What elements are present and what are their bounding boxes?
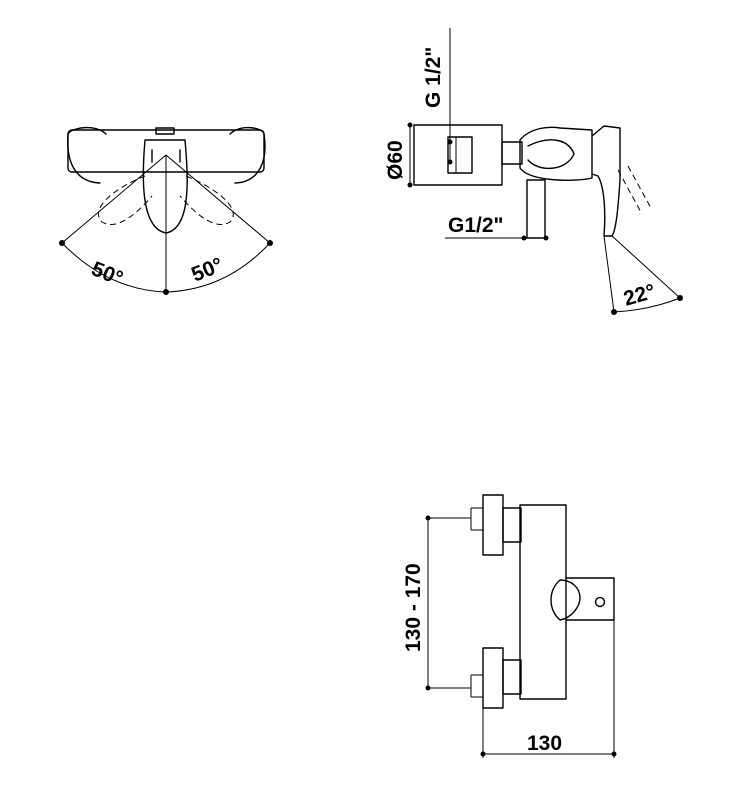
side-view: G 1/2" Ø60 G1/2" 22° bbox=[384, 28, 683, 315]
front-view: 130 - 170 130 bbox=[402, 494, 617, 758]
thread-top-label: G 1/2" bbox=[422, 47, 445, 108]
angle-left-label: 50° bbox=[88, 257, 126, 290]
thread-bottom-label: G1/2" bbox=[448, 214, 503, 237]
spacing-label: 130 - 170 bbox=[402, 563, 425, 652]
diameter-label: Ø60 bbox=[384, 140, 407, 180]
width-label: 130 bbox=[527, 732, 562, 755]
top-view: 50° 50° bbox=[59, 126, 273, 295]
angle-right-label: 50° bbox=[188, 253, 226, 286]
